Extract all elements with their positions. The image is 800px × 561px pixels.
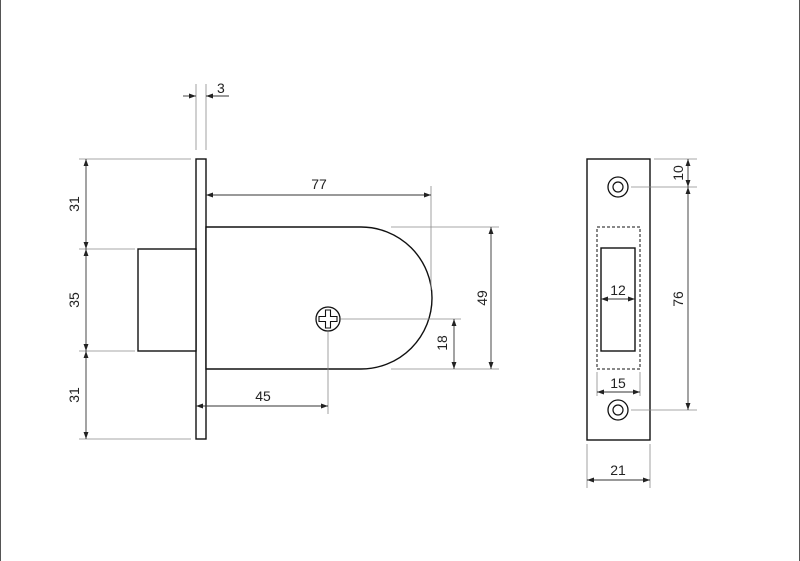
faceplate-thickness-label: 3 — [217, 80, 225, 96]
screw-height-label: 18 — [434, 335, 450, 351]
bolt-height-label: 35 — [66, 292, 82, 308]
strike-dimension-lines — [587, 159, 691, 483]
plate-width-label: 21 — [610, 462, 626, 478]
lock-extension-lines — [79, 84, 499, 440]
lower-screw-hole-icon — [607, 399, 629, 421]
lock-dimension-lines — [83, 93, 494, 439]
opening-width-label: 12 — [610, 282, 626, 298]
recess-width-label: 15 — [610, 375, 626, 391]
lock-case — [205, 226, 433, 370]
hole-spacing-top-label: 10 — [670, 165, 686, 181]
strike-recess-outline — [596, 226, 641, 370]
screw-icon — [315, 306, 341, 332]
screw-offset-label: 45 — [255, 388, 271, 404]
case-height-label: 49 — [474, 290, 490, 306]
upper-screw-hole-icon — [607, 176, 629, 198]
case-length-label: 77 — [311, 176, 327, 192]
strike-plate-view — [586, 158, 651, 441]
hole-spacing-label: 76 — [670, 291, 686, 307]
strike-opening — [600, 247, 636, 352]
lock-body-view — [137, 158, 433, 440]
faceplate — [195, 158, 207, 440]
upper-height-label: 31 — [66, 196, 82, 212]
strike-dimension-labels: 10 76 12 15 21 — [610, 165, 686, 478]
bolt — [137, 248, 197, 352]
lower-height-label: 31 — [66, 387, 82, 403]
lock-dimension-labels: 3 31 35 31 77 49 18 45 — [66, 80, 490, 404]
